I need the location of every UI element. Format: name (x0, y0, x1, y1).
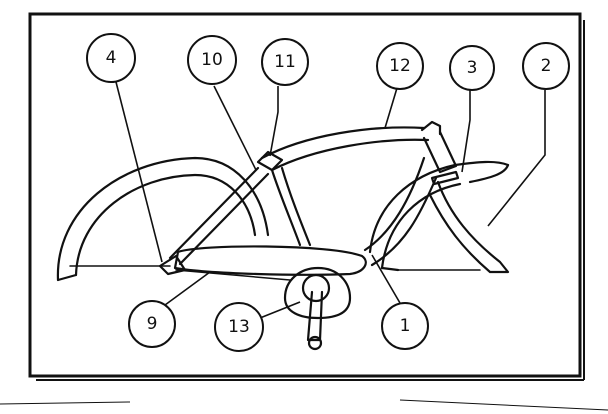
leader-lines (115, 81, 546, 319)
svg-text:11: 11 (274, 52, 296, 72)
callout-2: 2 (522, 42, 570, 90)
front-fender (368, 160, 510, 272)
svg-text:1: 1 (400, 316, 411, 336)
chain-guard (173, 245, 367, 276)
top-tube (260, 126, 430, 172)
svg-text:4: 4 (106, 48, 117, 68)
svg-text:13: 13 (228, 317, 250, 337)
callout-1: 1 (381, 302, 429, 350)
seat-clamp (256, 150, 284, 172)
svg-text:9: 9 (147, 314, 158, 334)
svg-text:2: 2 (541, 56, 552, 76)
callout-12: 12 (376, 42, 424, 90)
chain-stays (158, 254, 291, 281)
svg-text:10: 10 (201, 50, 223, 70)
svg-text:12: 12 (389, 56, 411, 76)
crank-assembly (283, 266, 352, 351)
callout-3: 3 (449, 45, 495, 91)
callout-11: 11 (261, 38, 309, 86)
callout-4: 4 (86, 33, 136, 83)
callout-13: 13 (214, 302, 264, 352)
front-fork (428, 180, 510, 274)
rear-fender (56, 156, 270, 282)
diagram-border (0, 12, 608, 411)
callout-9: 9 (128, 300, 176, 348)
svg-text:3: 3 (467, 58, 478, 78)
callout-10: 10 (187, 35, 237, 85)
down-tube (363, 156, 438, 267)
